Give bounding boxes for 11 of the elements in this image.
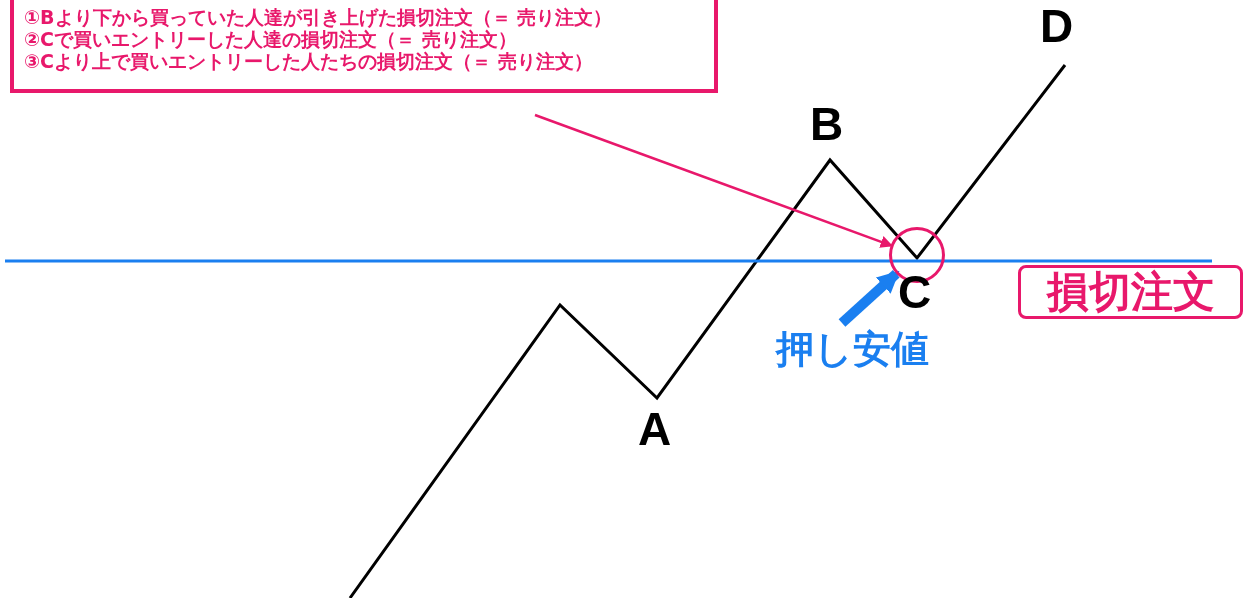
point-letter: A <box>638 405 672 453</box>
note-text: ①Bより下から買っていた人達が引き上げた損切注文（＝ 売り注文） <box>24 6 613 28</box>
point-letter: C <box>898 268 932 316</box>
stop-loss-tag: 損切注文 <box>1018 265 1243 319</box>
note-text: ②Cで買いエントリーした人達の損切注文（＝ 売り注文） <box>24 28 517 50</box>
note-panel <box>10 0 718 93</box>
point-letter: D <box>1040 2 1074 50</box>
point-letter: B <box>810 100 844 148</box>
note-text: ③Cより上で買いエントリーした人たちの損切注文（＝ 売り注文） <box>24 50 593 72</box>
support-label: 押し安値 <box>775 327 929 371</box>
arrow <box>838 270 900 327</box>
